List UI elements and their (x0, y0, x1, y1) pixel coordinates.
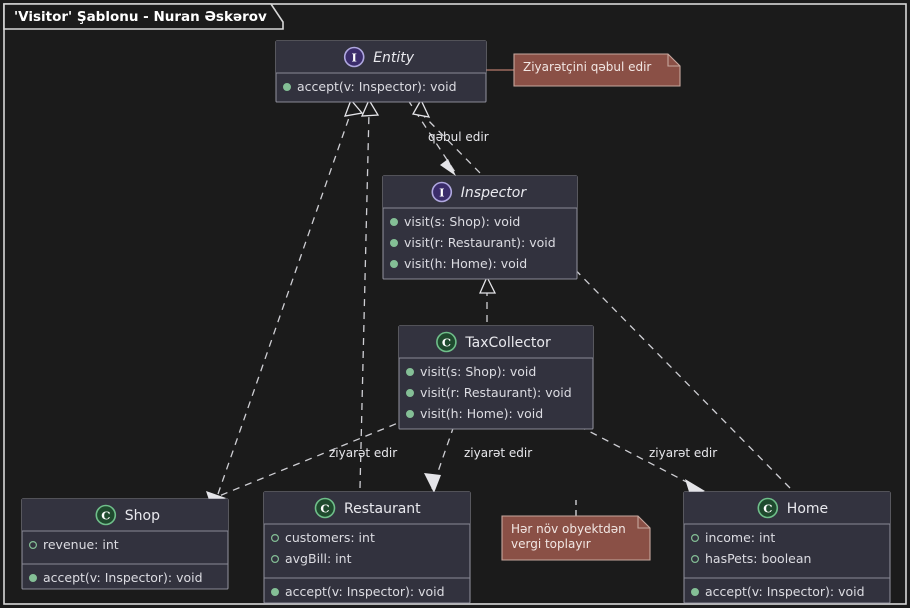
realization-arrowhead-home (411, 98, 431, 118)
method-label-inspector-2: visit(h: Home): void (404, 256, 527, 271)
realization-arrowhead-shop (343, 98, 364, 117)
method-visibility-dot (406, 410, 415, 419)
class-name-inspector: Inspector (461, 185, 528, 201)
method-visibility-dot (29, 573, 38, 582)
method-label-taxcollector-2: visit(h: Home): void (420, 406, 543, 421)
svg-text:C: C (320, 502, 329, 516)
method-label-taxcollector-1: visit(r: Restaurant): void (420, 385, 572, 400)
field-visibility-dot (271, 533, 280, 542)
field-visibility-dot (271, 554, 280, 563)
edge-shop-entity (217, 111, 352, 495)
edge-label-qabul-edir: qəbul edir (428, 130, 489, 144)
edge-label-layer: qəbul edir ziyarət edir ziyarət edir ziy… (329, 130, 717, 460)
method-visibility-dot (271, 587, 280, 596)
interface-icon: I (343, 46, 365, 68)
method-label-shop-0: accept(v: Inspector): void (43, 570, 203, 585)
class-name-shop: Shop (125, 508, 160, 524)
class-icon: C (95, 504, 117, 526)
edge-label-ziyaret-edir-shop: ziyarət edir (329, 446, 397, 460)
method-visibility-dot (390, 260, 399, 269)
note-text-line: Ziyarətçini qəbul edir (523, 60, 651, 74)
class-name-taxcollector: TaxCollector (464, 335, 551, 351)
method-visibility-dot (283, 82, 292, 91)
note-text-line: Hər növ obyektdən (511, 522, 626, 536)
field-visibility-dot (29, 540, 38, 549)
edge-taxcollector-shop (218, 413, 421, 497)
edge-layer (217, 99, 791, 497)
edge-label-ziyaret-edir-restaurant: ziyarət edir (464, 446, 532, 460)
edge-restaurant-entity (359, 111, 370, 489)
method-visibility-dot (406, 389, 415, 398)
method-label-inspector-1: visit(r: Restaurant): void (404, 235, 556, 250)
class-name-entity: Entity (373, 50, 415, 66)
dependency-arrowhead-home (685, 479, 705, 495)
note-connector-layer (486, 69, 577, 516)
field-visibility-dot (690, 533, 699, 542)
arrowhead-layer (206, 98, 705, 503)
svg-text:C: C (442, 336, 451, 350)
frame-title-tab (3, 3, 284, 30)
field-label-restaurant-1: avgBill: int (285, 551, 352, 566)
method-visibility-dot (690, 587, 699, 596)
method-visibility-dot (390, 239, 399, 248)
field-label-home-0: income: int (705, 530, 775, 545)
realization-arrowhead-taxcollector (479, 275, 497, 294)
realization-arrowhead-restaurant (360, 98, 380, 117)
method-visibility-dot (390, 218, 399, 227)
field-visibility-dot (690, 554, 699, 563)
class-icon: C (757, 497, 779, 519)
dependency-arrowhead-restaurant (424, 473, 441, 493)
method-label-taxcollector-0: visit(s: Shop): void (420, 364, 536, 379)
svg-text:C: C (101, 509, 110, 523)
class-icon: C (436, 331, 457, 353)
note-note-entity: Ziyarətçini qəbul edir (513, 53, 681, 87)
method-label-entity-0: accept(v: Inspector): void (297, 79, 457, 94)
interface-icon: I (431, 181, 453, 203)
method-label-home-0: accept(v: Inspector): void (705, 584, 865, 599)
class-name-home: Home (787, 501, 828, 517)
method-label-inspector-0: visit(s: Shop): void (404, 214, 520, 229)
class-name-restaurant: Restaurant (344, 501, 421, 517)
field-label-shop-0: revenue: int (43, 537, 119, 552)
note-text-line: vergi toplayır (511, 537, 591, 551)
field-label-home-1: hasPets: boolean (705, 551, 811, 566)
method-label-restaurant-0: accept(v: Inspector): void (285, 584, 445, 599)
dependency-arrowhead-inspector (440, 159, 456, 176)
svg-text:I: I (352, 51, 357, 65)
frame-title-label: 'Visitor' Şablonu - Nuran Əskərov (14, 9, 267, 25)
svg-text:I: I (439, 186, 444, 200)
edge-home-entity (419, 111, 791, 489)
field-label-restaurant-0: customers: int (285, 530, 375, 545)
edge-label-ziyaret-edir-home: ziyarət edir (649, 446, 717, 460)
diagram-frame: 'Visitor' Şablonu - Nuran Əskərov (3, 3, 907, 605)
method-visibility-dot (406, 368, 415, 377)
svg-text:C: C (763, 502, 772, 516)
class-icon: C (314, 497, 336, 519)
